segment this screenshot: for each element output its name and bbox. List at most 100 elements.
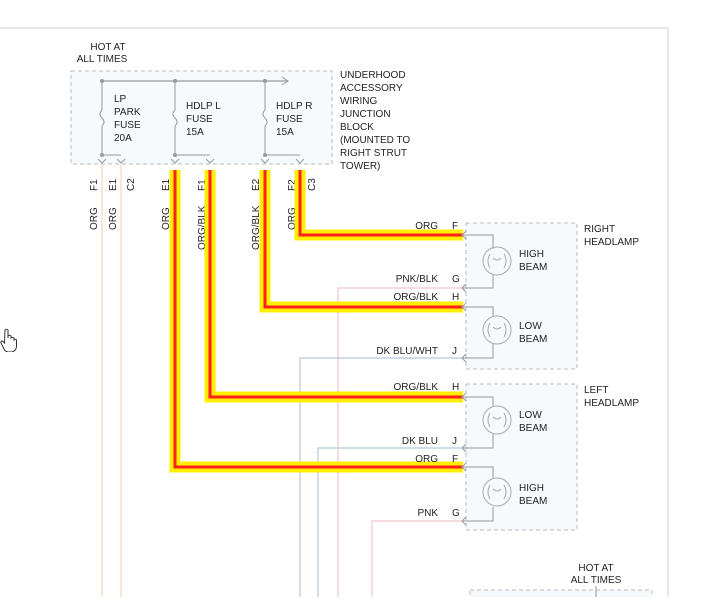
bus-arrow-icon xyxy=(281,76,289,86)
lh-wire-color: ORG/BLK xyxy=(394,382,439,393)
junction-label-line-5: BLOCK xyxy=(340,122,374,133)
hand-cursor-icon xyxy=(0,328,17,352)
fuse-lp-line-2: PARK xyxy=(114,107,141,118)
fuse-lp-line-3: FUSE xyxy=(114,120,141,131)
connector-icon xyxy=(260,158,270,164)
fuse-lp-line-1: LP xyxy=(114,94,127,105)
lh-wire-color: DK BLU xyxy=(402,436,438,447)
lh-pin: F xyxy=(452,454,458,465)
connector-icon xyxy=(461,230,467,240)
connector-icon xyxy=(116,158,126,164)
fuse-hdlpr-line-3: 15A xyxy=(276,127,294,138)
lh-low-beam-2: BEAM xyxy=(519,423,547,434)
highlighted-circuits xyxy=(169,170,463,473)
wire-color-label: ORG xyxy=(108,207,119,230)
junction-block-label: UNDERHOOD ACCESSORY WIRING JUNCTION BLOC… xyxy=(340,70,410,172)
pin-label: F2 xyxy=(287,179,298,191)
fuse-lp-line-4: 20A xyxy=(114,133,132,144)
connector-icon xyxy=(461,283,467,293)
fuse-icon xyxy=(262,109,268,127)
junction-label-line-3: WIRING xyxy=(340,96,377,107)
connector-icon xyxy=(461,302,467,312)
left-headlamp-title-2: HEADLAMP xyxy=(584,398,639,409)
bottom-hot-note-2: ALL TIMES xyxy=(571,575,622,586)
fuse-hdlpl-line-3: 15A xyxy=(186,127,204,138)
wire-color-label: ORG/BLK xyxy=(251,205,262,250)
connector-icon xyxy=(295,158,305,164)
fuse-icon xyxy=(99,109,105,127)
circuit-left-low-org-blk xyxy=(208,170,463,399)
circuit-right-low-org-blk xyxy=(263,170,463,309)
hot-note-line-1: HOT AT xyxy=(90,42,125,53)
fuse-hdlpr-line-2: FUSE xyxy=(276,114,303,125)
connector-icon xyxy=(461,353,467,363)
fuse-hdlpl-line-2: FUSE xyxy=(186,114,213,125)
lh-internal-wiring xyxy=(461,392,494,526)
rh-low-beam-2: BEAM xyxy=(519,334,547,345)
fuse-icon xyxy=(172,109,178,127)
junction-label-line-8: TOWER) xyxy=(340,161,380,172)
faint-wires xyxy=(101,165,463,597)
connector-icon xyxy=(205,158,215,164)
pin-label: F1 xyxy=(197,179,208,191)
wire-dk-blu xyxy=(317,447,463,597)
pin-label: E2 xyxy=(251,178,262,191)
pin-label: E1 xyxy=(108,178,119,191)
connector-icon xyxy=(170,158,180,164)
left-headlamp-title-1: LEFT xyxy=(584,385,608,396)
wire-color-label: ORG xyxy=(161,207,172,230)
fuse-drops xyxy=(99,81,300,156)
connector-icon xyxy=(461,392,467,402)
fuse-hdlpl-line-1: HDLP L xyxy=(186,101,221,112)
connector-icon xyxy=(461,462,467,472)
left-headlamp-box xyxy=(465,383,578,531)
lh-wire-color: ORG xyxy=(415,454,438,465)
hot-note-line-2: ALL TIMES xyxy=(77,54,128,65)
fuse-node xyxy=(100,153,104,157)
wire-pnk xyxy=(371,520,463,597)
wire-color-label: ORG xyxy=(89,207,100,230)
block-connectors xyxy=(97,158,305,164)
lh-high-beam-1: HIGH xyxy=(519,483,544,494)
rh-pin: F xyxy=(452,221,458,232)
pin-label: C2 xyxy=(126,178,137,191)
junction-label-line-7: RIGHT STRUT xyxy=(340,148,407,159)
bulb-icon xyxy=(482,315,512,345)
wire-color-label: ORG/BLK xyxy=(197,205,208,250)
junction-label-line-2: ACCESSORY xyxy=(340,83,403,94)
pin-label: E1 xyxy=(161,178,172,191)
junction-block-box xyxy=(70,70,333,165)
fuse-node xyxy=(173,153,177,157)
bulb-icon xyxy=(482,246,512,276)
rh-wire-color: DK BLU/WHT xyxy=(376,346,438,357)
connector-icon xyxy=(97,158,107,164)
fuse-hdlpr-line-1: HDLP R xyxy=(276,101,313,112)
wire-dk-blu-wht xyxy=(299,357,463,597)
junction-label-line-1: UNDERHOOD xyxy=(340,70,406,81)
junction-label-line-6: (MOUNTED TO xyxy=(340,135,410,146)
rh-wire-color: ORG/BLK xyxy=(394,292,439,303)
rh-low-beam-1: LOW xyxy=(519,321,542,332)
rh-wire-color: PNK/BLK xyxy=(396,274,439,285)
rh-high-beam-1: HIGH xyxy=(519,249,544,260)
rh-pin: H xyxy=(452,292,459,303)
right-headlamp-title-2: HEADLAMP xyxy=(584,237,639,248)
right-headlamp-title-1: RIGHT xyxy=(584,224,615,235)
circuit-right-high-org xyxy=(298,170,463,237)
lh-high-beam-2: BEAM xyxy=(519,496,547,507)
connector-icon xyxy=(461,516,467,526)
lh-low-beam-1: LOW xyxy=(519,410,542,421)
connector-icon xyxy=(461,443,467,453)
wire-color-label: ORG xyxy=(287,207,298,230)
pin-label: C3 xyxy=(307,178,318,191)
junction-label-line-4: JUNCTION xyxy=(340,109,391,120)
rh-pin: G xyxy=(452,274,460,285)
lh-wire-color: PNK xyxy=(417,508,438,519)
rh-wire-color: ORG xyxy=(415,221,438,232)
lh-pin: J xyxy=(452,436,457,447)
rh-internal-wiring xyxy=(461,230,494,363)
pin-label: F1 xyxy=(89,179,100,191)
lh-pin: G xyxy=(452,508,460,519)
